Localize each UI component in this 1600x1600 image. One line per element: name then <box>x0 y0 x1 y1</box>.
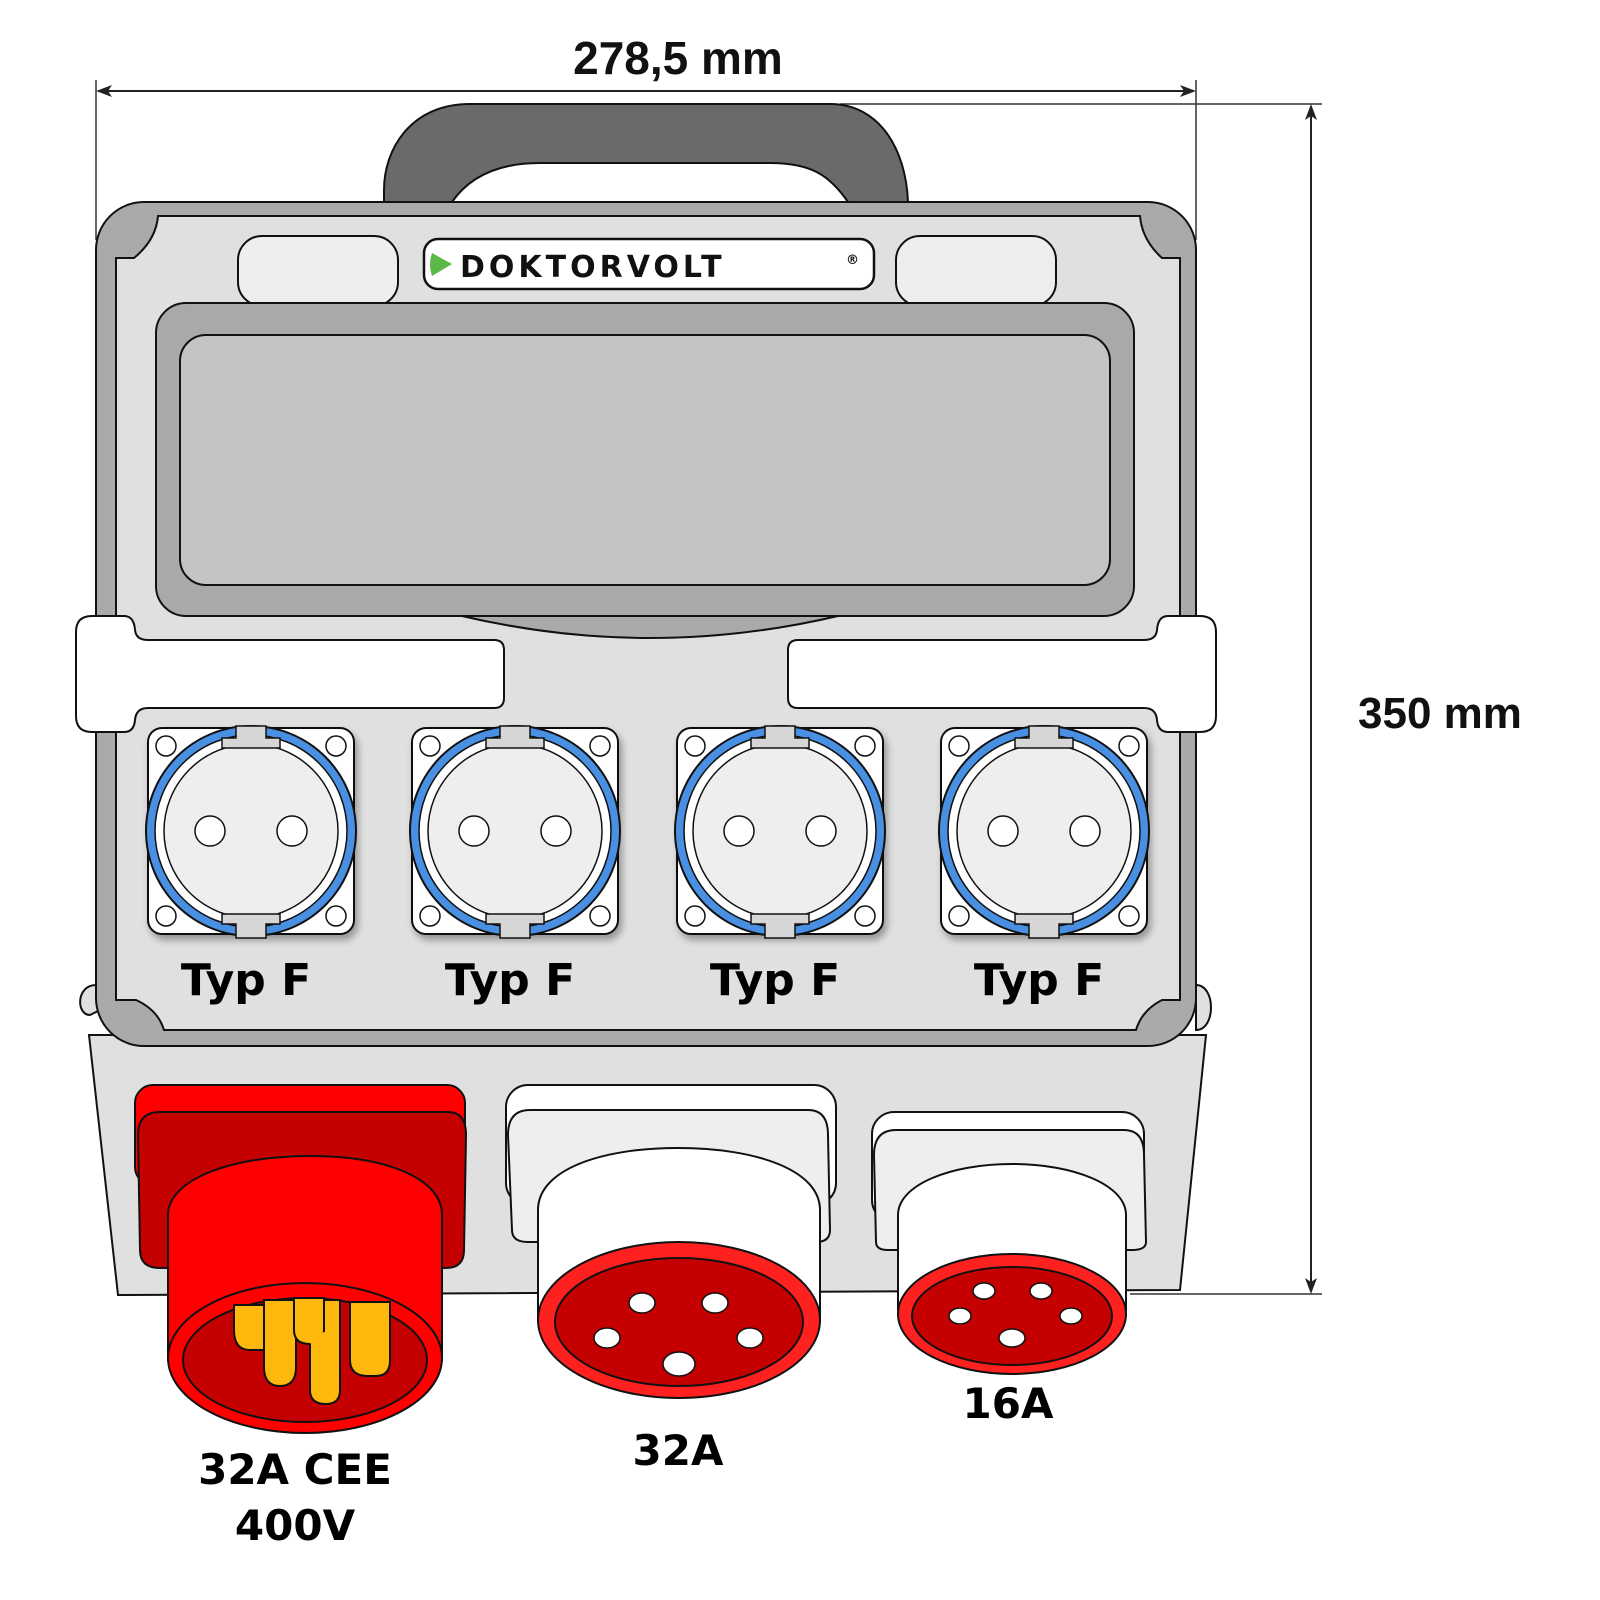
cee-32a-inlet-voltage: 400V <box>235 1501 356 1550</box>
socket-face <box>692 743 868 919</box>
pin-hole <box>1069 815 1101 847</box>
screw-hole-icon <box>419 735 441 757</box>
screw-hole-icon <box>155 905 177 927</box>
schuko-socket-row <box>145 725 1150 939</box>
cee-32a-socket[interactable] <box>505 1084 837 1399</box>
earth-clip-top <box>750 725 810 749</box>
cee-16a-socket[interactable] <box>871 1111 1148 1375</box>
pins <box>233 1297 391 1406</box>
screw-hole-icon <box>684 905 706 927</box>
height-label: 350 mm <box>1358 689 1522 738</box>
width-dimension: 278,5 mm <box>95 32 1197 240</box>
pin-hole <box>276 815 308 847</box>
screw-hole-icon <box>419 905 441 927</box>
pin-hole <box>805 815 837 847</box>
schuko-socket[interactable] <box>938 725 1150 939</box>
pin-hole <box>194 815 226 847</box>
schuko-socket[interactable] <box>674 725 886 939</box>
socket-face <box>956 743 1132 919</box>
cee-32a-inlet-label: 32A CEE <box>198 1445 392 1494</box>
earth-clip-bottom <box>750 913 810 939</box>
left-bracket <box>75 615 505 733</box>
cee-32a-socket-label: 32A <box>633 1426 724 1475</box>
right-bracket <box>787 615 1217 733</box>
screw-hole-icon <box>948 735 970 757</box>
screw-hole-icon <box>589 735 611 757</box>
arrow-right-icon <box>1180 85 1196 97</box>
pin-hole <box>458 815 490 847</box>
screw-hole-icon <box>1118 735 1140 757</box>
earth-clip-top <box>1014 725 1074 749</box>
earth-clip-bottom <box>485 913 545 939</box>
socket-label: Typ F <box>974 955 1104 1006</box>
width-label: 278,5 mm <box>573 32 783 84</box>
play-arrow-icon <box>430 253 452 276</box>
earth-clip-top <box>485 725 545 749</box>
cee-32a-inlet[interactable] <box>134 1084 468 1434</box>
socket-label: Typ F <box>710 955 840 1006</box>
top-right-tab <box>895 235 1057 307</box>
screw-hole-icon <box>948 905 970 927</box>
screw-hole-icon <box>325 735 347 757</box>
earth-clip-bottom <box>221 913 281 939</box>
screw-hole-icon <box>589 905 611 927</box>
pin-holes <box>593 1292 764 1377</box>
screw-hole-icon <box>854 735 876 757</box>
pin-hole <box>723 815 755 847</box>
pin-hole <box>540 815 572 847</box>
screw-hole-icon <box>684 735 706 757</box>
socket-face <box>163 743 339 919</box>
arrow-down-icon <box>1305 1278 1317 1294</box>
earth-clip-top <box>221 725 281 749</box>
pin-holes <box>948 1282 1083 1348</box>
socket-label: Typ F <box>181 955 311 1006</box>
schuko-socket[interactable] <box>409 725 621 939</box>
socket-face <box>427 743 603 919</box>
brand-name: DOKTORVOLT <box>460 250 726 285</box>
registered-mark: ® <box>846 253 863 268</box>
earth-clip-bottom <box>1014 913 1074 939</box>
pin-hole <box>987 815 1019 847</box>
cee-16a-socket-label: 16A <box>963 1379 1054 1428</box>
top-left-tab <box>237 235 399 307</box>
breaker-window[interactable] <box>155 302 1135 639</box>
height-dimension: 350 mm <box>840 103 1522 1295</box>
brand-logo: DOKTORVOLT ® <box>422 237 876 291</box>
screw-hole-icon <box>325 905 347 927</box>
screw-hole-icon <box>155 735 177 757</box>
arrow-left-icon <box>96 85 112 97</box>
screw-hole-icon <box>854 905 876 927</box>
screw-hole-icon <box>1118 905 1140 927</box>
arrow-up-icon <box>1305 104 1317 120</box>
schuko-socket[interactable] <box>145 725 357 939</box>
carry-handle <box>383 103 910 203</box>
socket-label: Typ F <box>445 955 575 1006</box>
